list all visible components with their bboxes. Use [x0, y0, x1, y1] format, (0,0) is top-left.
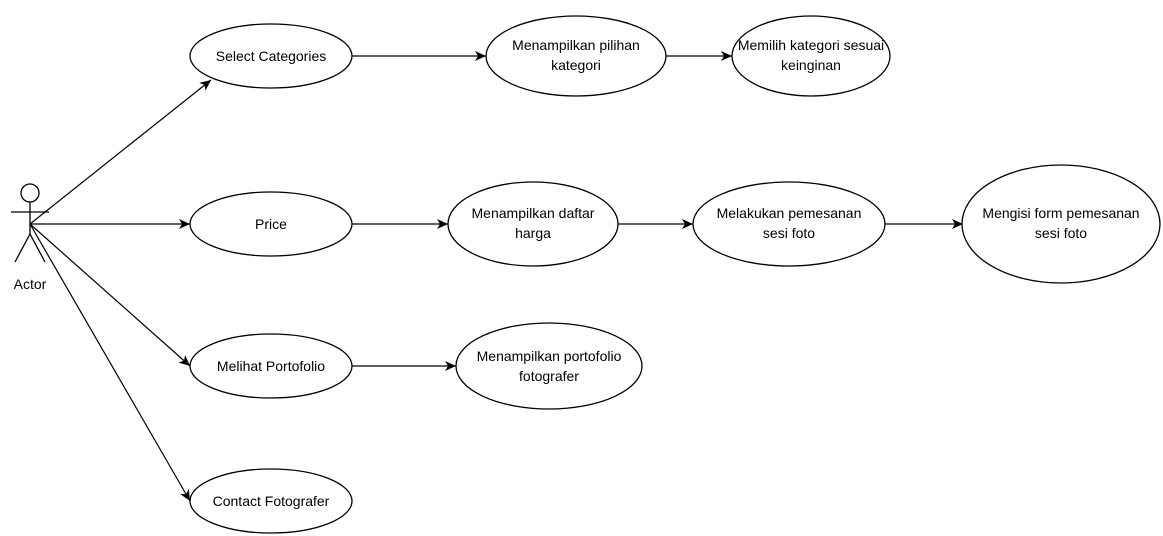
- use-case-ellipse: [961, 164, 1161, 284]
- use-case-select-categories: Select Categories: [189, 23, 353, 89]
- connections: [29, 51, 963, 502]
- use-case-label: Price: [255, 216, 287, 232]
- use-case-label-line-1: Menampilkan portofolio: [477, 348, 622, 364]
- use-case-label: Select Categories: [216, 48, 327, 64]
- actor-left-leg: [14, 233, 31, 263]
- use-case-label-line-1: Mengisi form pemesanan: [982, 205, 1139, 221]
- use-case-label: Melihat Portofolio: [217, 358, 325, 374]
- use-case-label-line-1: Memilih kategori sesuai: [738, 37, 884, 53]
- use-case-ellipse: [189, 468, 353, 534]
- use-case-memilih-kategori: Memilih kategori sesuai keinginan: [731, 15, 891, 97]
- use-case-label-line-1: Menampilkan pilihan: [512, 37, 640, 53]
- use-case-contact-fotografer: Contact Fotografer: [189, 468, 353, 534]
- use-case-label-line-2: keinginan: [781, 57, 841, 73]
- actor: Actor: [11, 183, 49, 292]
- use-case-label: Contact Fotografer: [213, 493, 330, 509]
- use-case-ellipse: [447, 181, 619, 267]
- use-case-ellipse: [731, 15, 891, 97]
- connector-actor-melihat-portofolio: [29, 223, 191, 367]
- actor-label: Actor: [14, 276, 47, 292]
- use-case-ellipse: [692, 181, 886, 267]
- use-case-label-line-2: harga: [515, 225, 551, 241]
- connector-actor-select-categories: [29, 79, 212, 225]
- actor-head: [20, 183, 40, 203]
- use-case-menampilkan-pilihan-kategori: Menampilkan pilihan kategori: [485, 15, 667, 97]
- use-case-ellipse: [189, 191, 353, 257]
- use-case-label-line-2: sesi foto: [1035, 225, 1087, 241]
- use-case-ellipse: [189, 333, 353, 399]
- connector-actor-contact-fotografer: [29, 223, 191, 502]
- use-case-ellipse: [455, 322, 643, 410]
- use-case-mengisi-form: Mengisi form pemesanan sesi foto: [961, 164, 1161, 284]
- use-case-label-line-2: kategori: [551, 57, 601, 73]
- use-case-label-line-1: Menampilkan daftar: [472, 205, 595, 221]
- use-case-melakukan-pemesanan: Melakukan pemesanan sesi foto: [692, 181, 886, 267]
- use-case-menampilkan-portofolio: Menampilkan portofolio fotografer: [455, 322, 643, 410]
- use-case-melihat-portofolio: Melihat Portofolio: [189, 333, 353, 399]
- use-case-ellipse: [189, 23, 353, 89]
- use-case-label-line-2: fotografer: [519, 368, 579, 384]
- actor-right-leg: [29, 233, 46, 263]
- use-case-ellipse: [485, 15, 667, 97]
- use-case-label-line-1: Melakukan pemesanan: [717, 205, 862, 221]
- use-case-label-line-2: sesi foto: [763, 225, 815, 241]
- use-case-price: Price: [189, 191, 353, 257]
- use-case-menampilkan-daftar-harga: Menampilkan daftar harga: [447, 181, 619, 267]
